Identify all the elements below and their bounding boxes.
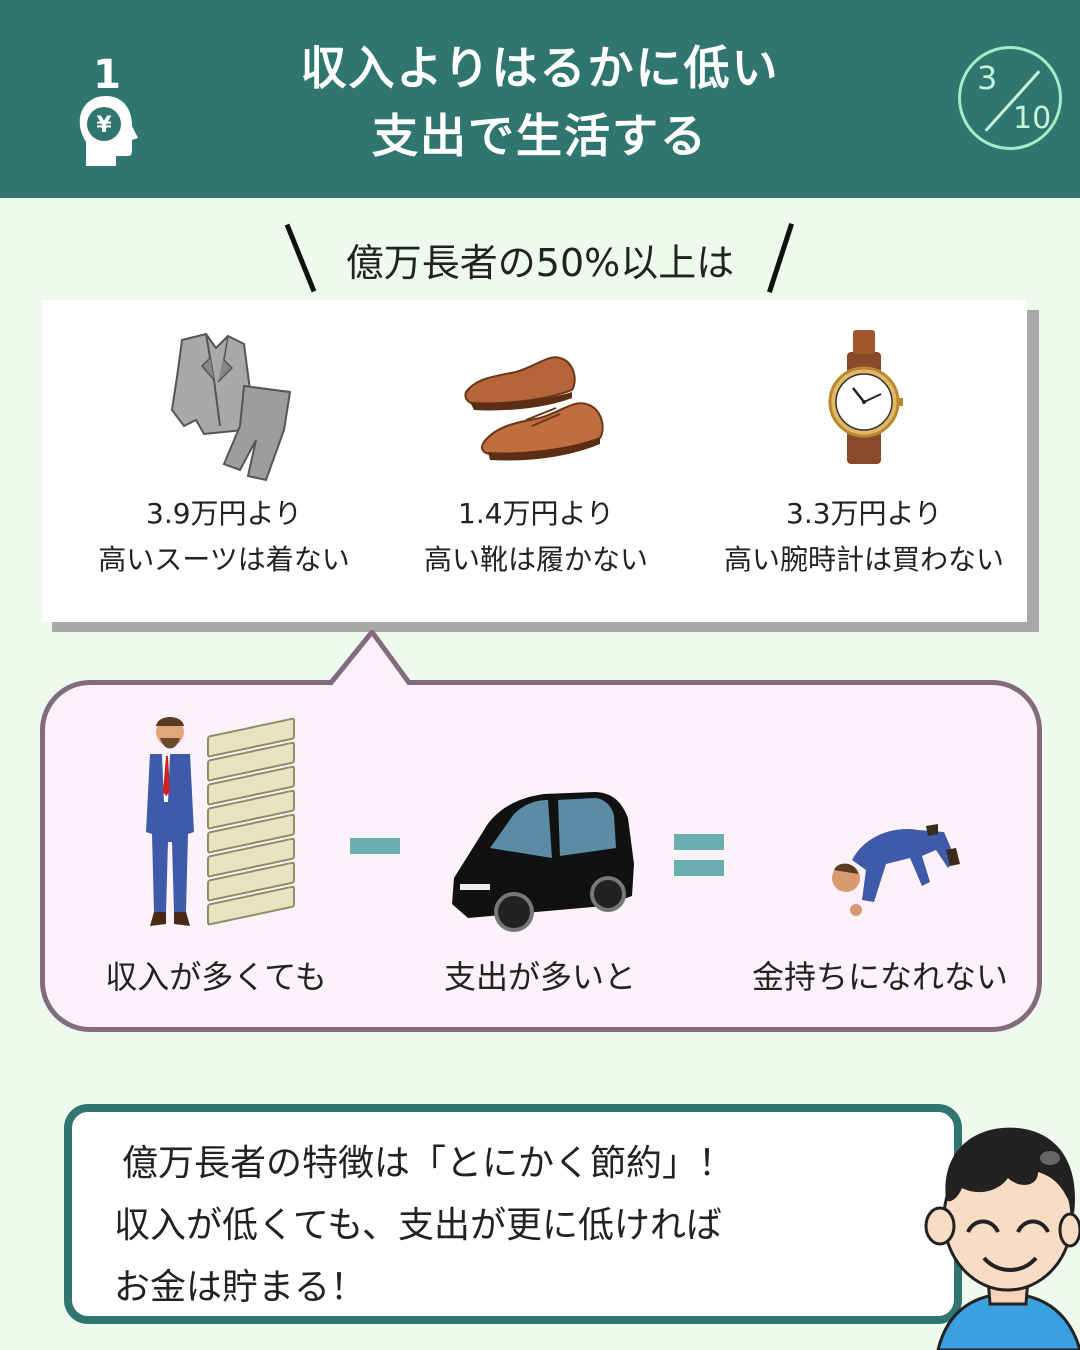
expense-label: 支出が多いと bbox=[443, 958, 636, 996]
header-title: 収入よりはるかに低い 支出で生活する bbox=[200, 34, 880, 170]
head-yen-icon: ¥ bbox=[79, 96, 138, 166]
header-title-line1: 収入よりはるかに低い bbox=[300, 41, 780, 95]
section-heading: 億万長者の50%以上は bbox=[345, 241, 735, 285]
page-current: 3 bbox=[977, 59, 998, 97]
result-label: 金持ちになれない bbox=[751, 958, 1008, 996]
spending-card: 3.9万円より 高いスーツは着ない 1.4万円より 高い靴は履かない 3.3万円… bbox=[42, 300, 1027, 622]
item-desc: 高い腕時計は買わない bbox=[723, 543, 1004, 576]
equal-operator-top bbox=[674, 834, 724, 850]
smiling-boy-icon bbox=[924, 1127, 1080, 1350]
item-desc: 高いスーツは着ない bbox=[98, 543, 350, 576]
item-desc: 高い靴は履かない bbox=[423, 543, 648, 576]
watch-icon bbox=[828, 330, 903, 464]
item-price: 1.4万円より bbox=[458, 497, 614, 530]
rich-man-with-money-icon bbox=[146, 717, 295, 926]
item-shoes: 1.4万円より 高い靴は履かない bbox=[372, 300, 700, 622]
equal-operator-bottom bbox=[674, 860, 724, 876]
step-number: 1 bbox=[93, 52, 121, 98]
minus-operator bbox=[350, 838, 400, 854]
shoes-icon bbox=[464, 356, 604, 461]
note-line-3: お金は貯まる！ bbox=[114, 1267, 367, 1308]
svg-text:¥: ¥ bbox=[96, 113, 112, 138]
item-watch: 3.3万円より 高い腕時計は買わない bbox=[700, 300, 1028, 622]
page-indicator: 3 10 bbox=[958, 46, 1062, 150]
car-icon bbox=[452, 792, 634, 932]
note-speech-box: 億万長者の特徴は「とにかく節約」！ 収入が低くても、支出が更に低ければ お金は貯… bbox=[64, 1104, 962, 1324]
bubble-tail bbox=[328, 630, 413, 686]
item-price: 3.9万円より bbox=[146, 497, 302, 530]
header-title-line2: 支出で生活する bbox=[372, 109, 708, 163]
item-price: 3.3万円より bbox=[786, 497, 942, 530]
suit-icon bbox=[170, 332, 292, 482]
note-line-1: 億万長者の特徴は「とにかく節約」！ bbox=[122, 1143, 735, 1184]
item-suit: 3.9万円より 高いスーツは着ない bbox=[60, 300, 388, 622]
note-line-2: 収入が低くても、支出が更に低ければ bbox=[114, 1205, 723, 1246]
header-banner: 1 ¥ 収入よりはるかに低い 支出で生活する 3 10 bbox=[0, 0, 1080, 198]
kneeling-man-icon bbox=[832, 824, 960, 916]
income-label: 収入が多くても bbox=[105, 958, 327, 996]
page-total: 10 bbox=[1013, 101, 1052, 136]
